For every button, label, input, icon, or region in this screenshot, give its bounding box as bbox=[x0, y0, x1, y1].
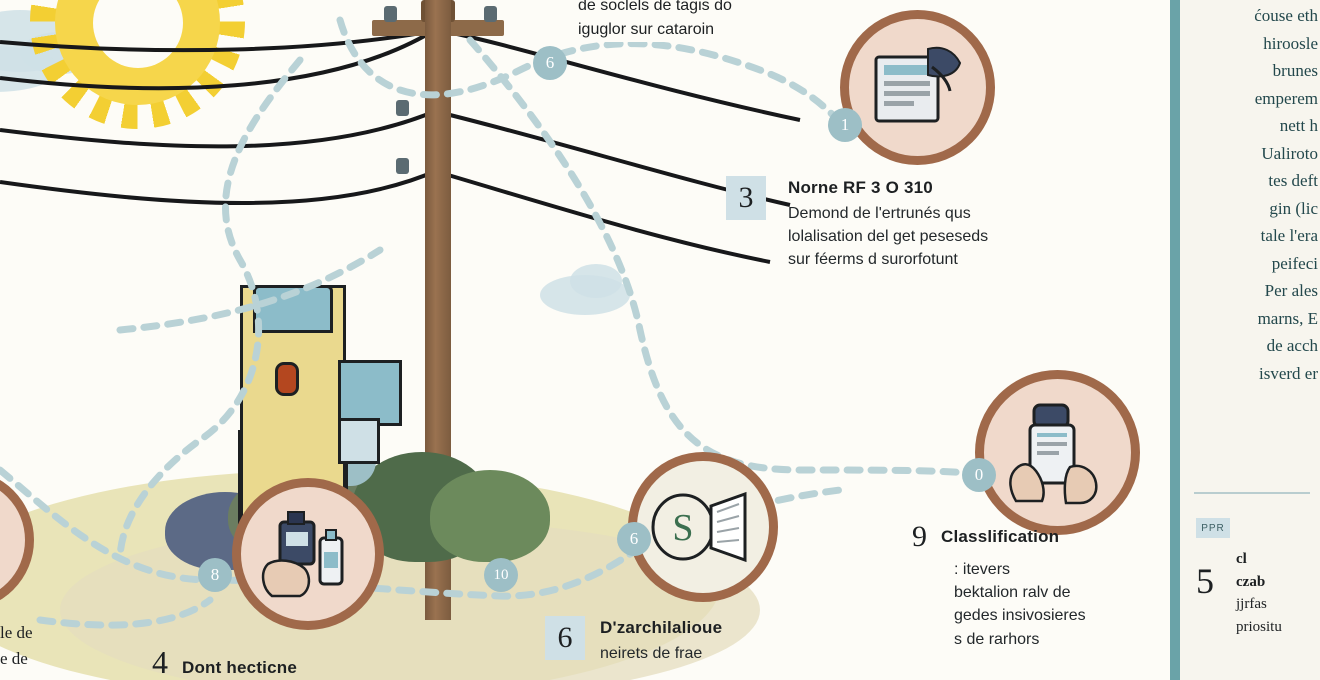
bubble-1[interactable]: 1 bbox=[828, 108, 862, 142]
right-panel-card: ćouse eth hiroosle brunes emperem nett h… bbox=[1180, 0, 1320, 680]
bubble-label: 1 bbox=[840, 115, 850, 134]
bubble-6-lower[interactable]: 6 bbox=[617, 522, 651, 556]
right-panel-tag-label: PPR bbox=[1201, 522, 1225, 534]
left-edge-text: le de e de bbox=[0, 620, 33, 671]
step-number-label: 6 bbox=[557, 621, 573, 654]
step-body-line: gedes insivosieres bbox=[954, 607, 1086, 625]
svg-text:S: S bbox=[672, 507, 693, 549]
rp-line: marns, E bbox=[1257, 308, 1318, 328]
insulator bbox=[484, 6, 497, 22]
right-panel-lines: cl czab jjrfas priositu bbox=[1236, 548, 1320, 638]
insulator bbox=[396, 100, 409, 116]
cloud-icon bbox=[570, 264, 622, 298]
callout-line-2: iguglor sur cataroin bbox=[578, 21, 715, 38]
rp-line: peifeci bbox=[1271, 253, 1318, 273]
right-panel-big-number: 5 bbox=[1196, 561, 1214, 601]
step-body-line: sur féerms d surorfotunt bbox=[788, 251, 958, 269]
spray-bottle-hand-icon bbox=[261, 511, 344, 598]
step-body-line: : itevers bbox=[954, 561, 1011, 578]
rp-line: ćouse eth bbox=[1254, 6, 1318, 25]
step-number-4: 4 bbox=[152, 644, 168, 680]
rp-detail-line: czab bbox=[1236, 573, 1266, 590]
rp-line: Ualiroto bbox=[1261, 143, 1318, 163]
bubble-label: 0 bbox=[974, 465, 984, 484]
bubble-label: 6 bbox=[545, 53, 555, 72]
insulator bbox=[384, 6, 397, 22]
bubble-label: 6 bbox=[629, 529, 639, 548]
right-panel-paragraph: ćouse eth hiroosle brunes emperem nett h… bbox=[1186, 2, 1318, 387]
right-panel-divider bbox=[1194, 492, 1310, 494]
step-text-3: Norne RF 3 O 310 Demond de l'ertrunés qu… bbox=[788, 178, 1128, 272]
rp-line: tes deft bbox=[1268, 171, 1318, 191]
step-body-line: s de rarhors bbox=[954, 630, 1040, 648]
document-form-icon bbox=[874, 46, 961, 122]
rp-line: tale l'era bbox=[1260, 226, 1318, 246]
step-number-3: 3 bbox=[726, 176, 766, 220]
insulator bbox=[396, 158, 409, 174]
callout-top: de soclels de tagis do iguglor sur catar… bbox=[578, 0, 848, 42]
bubble-label: 10 bbox=[493, 566, 509, 583]
hand-phone-document-icon bbox=[1008, 403, 1098, 504]
rp-line: hiroosle bbox=[1263, 33, 1318, 53]
medallion-spray-bottle-hand[interactable] bbox=[232, 478, 384, 630]
rp-line: nett h bbox=[1279, 116, 1318, 136]
rp-line: Per ales bbox=[1264, 281, 1318, 301]
right-panel-tag: PPR bbox=[1196, 518, 1230, 538]
magnifier-label-icon: S bbox=[651, 491, 747, 563]
rp-line: isverd er bbox=[1258, 363, 1318, 383]
step-body-line: neirets de frae bbox=[600, 645, 703, 662]
building-annex-lower bbox=[338, 418, 380, 464]
building-roof bbox=[253, 285, 333, 333]
step-title: Dont hecticne bbox=[182, 658, 298, 677]
step-title: Classlification bbox=[941, 527, 1060, 546]
rp-line: de acch bbox=[1266, 336, 1318, 356]
step-title: Norne RF 3 O 310 bbox=[788, 178, 933, 197]
rp-detail-line: cl bbox=[1236, 551, 1247, 567]
bubble-0[interactable]: 0 bbox=[962, 458, 996, 492]
medallion-hand-phone-document[interactable] bbox=[975, 370, 1140, 535]
medallion-document-form[interactable] bbox=[840, 10, 995, 165]
left-edge-line: le de bbox=[0, 623, 33, 642]
rp-line: gin (lic bbox=[1269, 198, 1318, 218]
step-number-label: 3 bbox=[738, 181, 754, 214]
medallion-magnifier-label[interactable]: S bbox=[628, 452, 778, 602]
bubble-10[interactable]: 10 bbox=[484, 558, 518, 592]
bubble-8[interactable]: 8 bbox=[198, 558, 232, 592]
step-text-4: 4 Dont hecticne bbox=[152, 644, 452, 680]
step-body-line: bektalion ralv de bbox=[954, 584, 1071, 602]
step-text-9: 9 Classlification : itevers bektalion ra… bbox=[912, 520, 1162, 651]
rp-line: brunes bbox=[1272, 61, 1318, 81]
bush-shape bbox=[430, 470, 550, 562]
right-panel: ćouse eth hiroosle brunes emperem nett h… bbox=[1170, 0, 1320, 680]
callout-line-1: de soclels de tagis do bbox=[578, 0, 732, 14]
building-door bbox=[275, 362, 299, 396]
rp-line: emperem bbox=[1254, 88, 1318, 108]
bubble-6-top[interactable]: 6 bbox=[533, 46, 567, 80]
step-body-line: lolalisation del get peseseds bbox=[788, 228, 989, 246]
rp-detail-line: jjrfas bbox=[1236, 596, 1267, 612]
rp-detail-line: priositu bbox=[1236, 618, 1282, 635]
step-number-6: 6 bbox=[545, 616, 585, 660]
step-number-9: 9 bbox=[912, 520, 927, 553]
bubble-label: 8 bbox=[210, 565, 220, 584]
step-body-line: Demond de l'ertrunés qus bbox=[788, 205, 971, 222]
step-title: D'zarchilalioue bbox=[600, 618, 723, 637]
left-edge-line: e de bbox=[0, 648, 28, 668]
step-text-6: D'zarchilalioue neirets de frae bbox=[600, 618, 890, 665]
building-annex bbox=[338, 360, 402, 426]
